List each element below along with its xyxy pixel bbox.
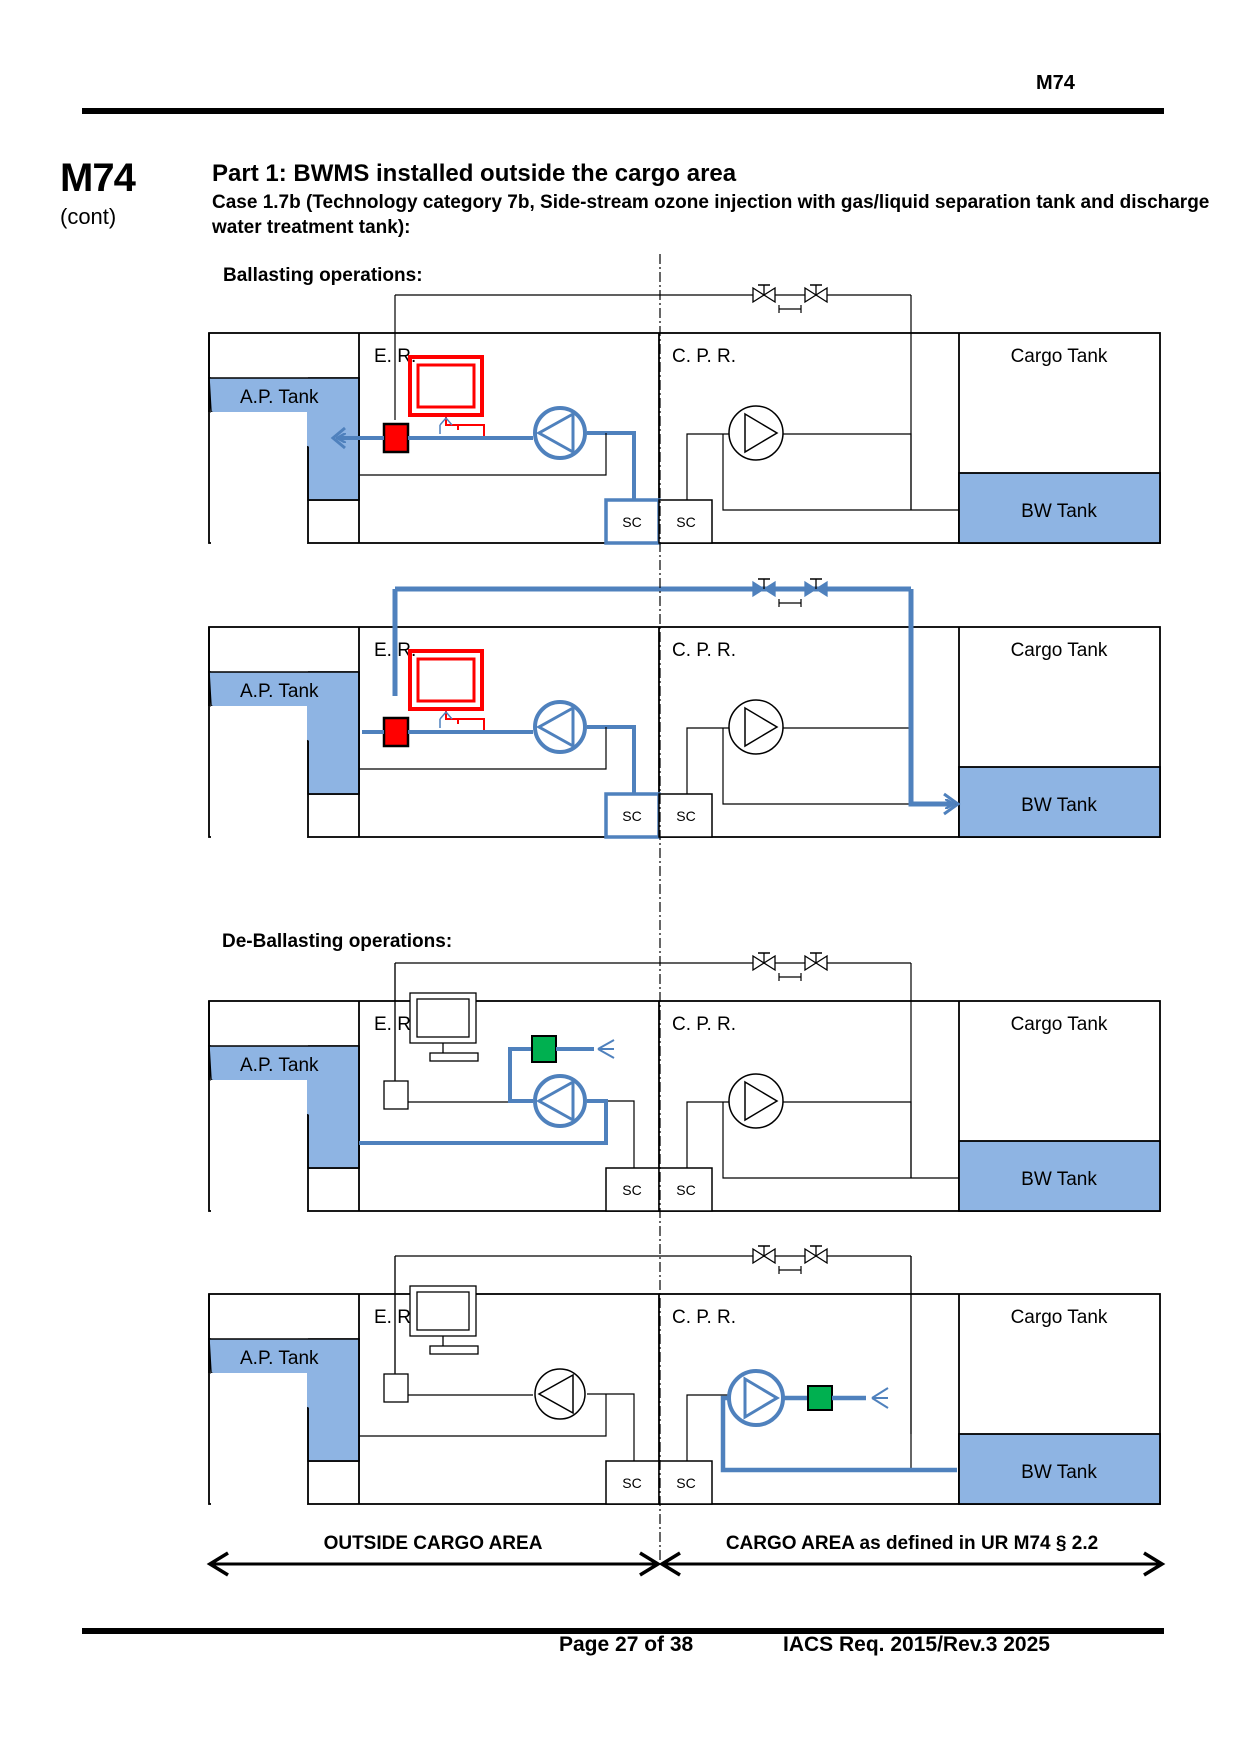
- sc-label: SC: [676, 1182, 695, 1198]
- valve-icon: [752, 578, 776, 598]
- sc-label: SC: [676, 1475, 695, 1491]
- cargo-area-arrow: [658, 1551, 1166, 1577]
- label-bw-tank: BW Tank: [1021, 1169, 1097, 1190]
- outlet-icon: [871, 1387, 889, 1409]
- header-code: M74: [1036, 72, 1075, 94]
- valve-icon: [804, 952, 828, 972]
- label-ap-tank: A.P. Tank: [240, 387, 319, 408]
- bw-tank: [958, 766, 1161, 838]
- bw-tank: [958, 472, 1161, 544]
- label-bw-tank: BW Tank: [1021, 795, 1097, 816]
- outside-cargo-area-label: OUTSIDE CARGO AREA: [324, 1533, 543, 1554]
- sc-label: SC: [676, 808, 695, 824]
- discharge-unit: [531, 1035, 557, 1063]
- label-cargo-tank: Cargo Tank: [1011, 346, 1108, 367]
- pump-icon: [728, 699, 784, 755]
- arrow-icon: [1143, 1551, 1166, 1577]
- footer-rule: [82, 1628, 1164, 1634]
- valve-icon: [752, 284, 776, 304]
- footer-ref: IACS Req. 2015/Rev.3 2025: [783, 1633, 1050, 1656]
- sea-chest: [658, 499, 713, 544]
- label-cargo-tank: Cargo Tank: [1011, 640, 1108, 661]
- sc-label: SC: [622, 1475, 641, 1491]
- label-bw-tank: BW Tank: [1021, 1462, 1097, 1483]
- arrow-icon: [639, 1551, 662, 1577]
- valve-icon: [752, 952, 776, 972]
- sea-chest: [605, 1460, 660, 1505]
- outlet-icon: [597, 1039, 615, 1059]
- pump-icon: [728, 405, 784, 461]
- valve-icon: [804, 1245, 828, 1265]
- side-cont: (cont): [60, 204, 117, 229]
- deballasting-heading: De-Ballasting operations:: [222, 931, 452, 952]
- label-cpr: C. P. R.: [672, 346, 736, 367]
- arrow-icon: [206, 1551, 229, 1577]
- sc-label: SC: [622, 514, 641, 530]
- sc-label: SC: [676, 514, 695, 530]
- footer-page: Page 27 of 38: [559, 1633, 694, 1656]
- monitor-icon: [409, 992, 479, 1062]
- outside-cargo-area-arrow: [206, 1551, 662, 1577]
- side-code: M74: [60, 156, 136, 200]
- part-title: Part 1: BWMS installed outside the cargo…: [212, 160, 737, 187]
- sea-chest: [604, 498, 661, 545]
- sea-chest: [658, 793, 713, 838]
- pump-icon: [727, 1369, 785, 1427]
- bwms-unit: [382, 716, 410, 748]
- monitor-icon: [409, 1285, 479, 1355]
- bw-tank: [958, 1140, 1161, 1212]
- discharge-unit: [807, 1385, 833, 1411]
- ballasting-heading: Ballasting operations:: [223, 265, 423, 286]
- bwms-unit: [383, 1373, 409, 1403]
- monitor-icon: [408, 649, 485, 732]
- cargo-area-label: CARGO AREA as defined in UR M74 § 2.2: [726, 1533, 1098, 1554]
- arrow-icon: [658, 1551, 681, 1577]
- bwms-unit: [382, 422, 410, 454]
- bw-tank: [958, 1433, 1161, 1505]
- label-ap-tank: A.P. Tank: [240, 1348, 319, 1369]
- valve-icon: [804, 284, 828, 304]
- bwms-unit: [383, 1080, 409, 1110]
- pump-icon: [533, 406, 587, 460]
- sea-chest: [604, 792, 661, 839]
- sea-chest: [658, 1460, 713, 1505]
- label-cargo-tank: Cargo Tank: [1011, 1014, 1108, 1035]
- label-bw-tank: BW Tank: [1021, 501, 1097, 522]
- label-cpr: C. P. R.: [672, 1014, 736, 1035]
- pump-icon: [728, 1073, 784, 1129]
- valve-icon: [752, 1245, 776, 1265]
- label-cpr: C. P. R.: [672, 1307, 736, 1328]
- header-rule: [82, 108, 1164, 114]
- sea-chest: [605, 1167, 660, 1212]
- label-ap-tank: A.P. Tank: [240, 1055, 319, 1076]
- pump-icon: [533, 1074, 587, 1128]
- pump-icon: [534, 1368, 586, 1420]
- label-cargo-tank: Cargo Tank: [1011, 1307, 1108, 1328]
- case-title: Case 1.7b (Technology category 7b, Side-…: [212, 192, 1210, 238]
- sea-chest: [658, 1167, 713, 1212]
- pump-icon: [533, 700, 587, 754]
- monitor-icon: [408, 355, 485, 438]
- valve-icon: [804, 578, 828, 598]
- label-ap-tank: A.P. Tank: [240, 681, 319, 702]
- sc-label: SC: [622, 808, 641, 824]
- sc-label: SC: [622, 1182, 641, 1198]
- label-cpr: C. P. R.: [672, 640, 736, 661]
